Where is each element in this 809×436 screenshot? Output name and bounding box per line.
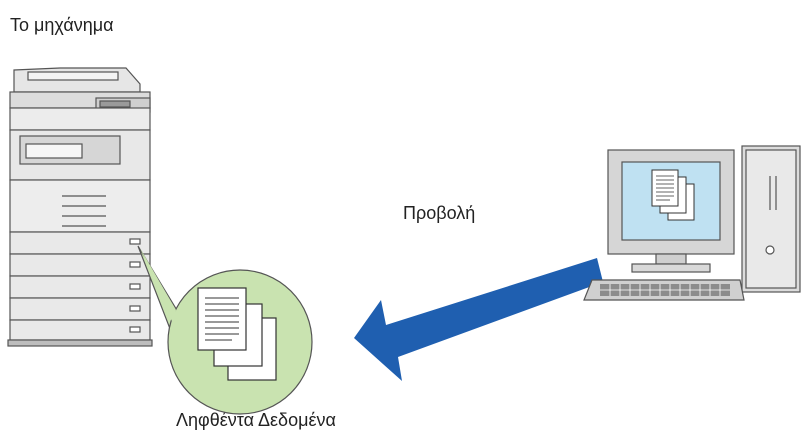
view-action-label: Προβολή (403, 203, 476, 223)
stacked-documents-icon (197, 287, 277, 381)
received-data-label: Ληφθέντα Δεδομένα (176, 410, 336, 430)
screen-documents-icon (651, 169, 695, 221)
machine-label: Το μηχάνημα (10, 15, 114, 35)
arrow-left-icon (354, 258, 603, 381)
multifunction-printer-icon (7, 67, 153, 347)
desktop-computer-icon (583, 145, 801, 301)
